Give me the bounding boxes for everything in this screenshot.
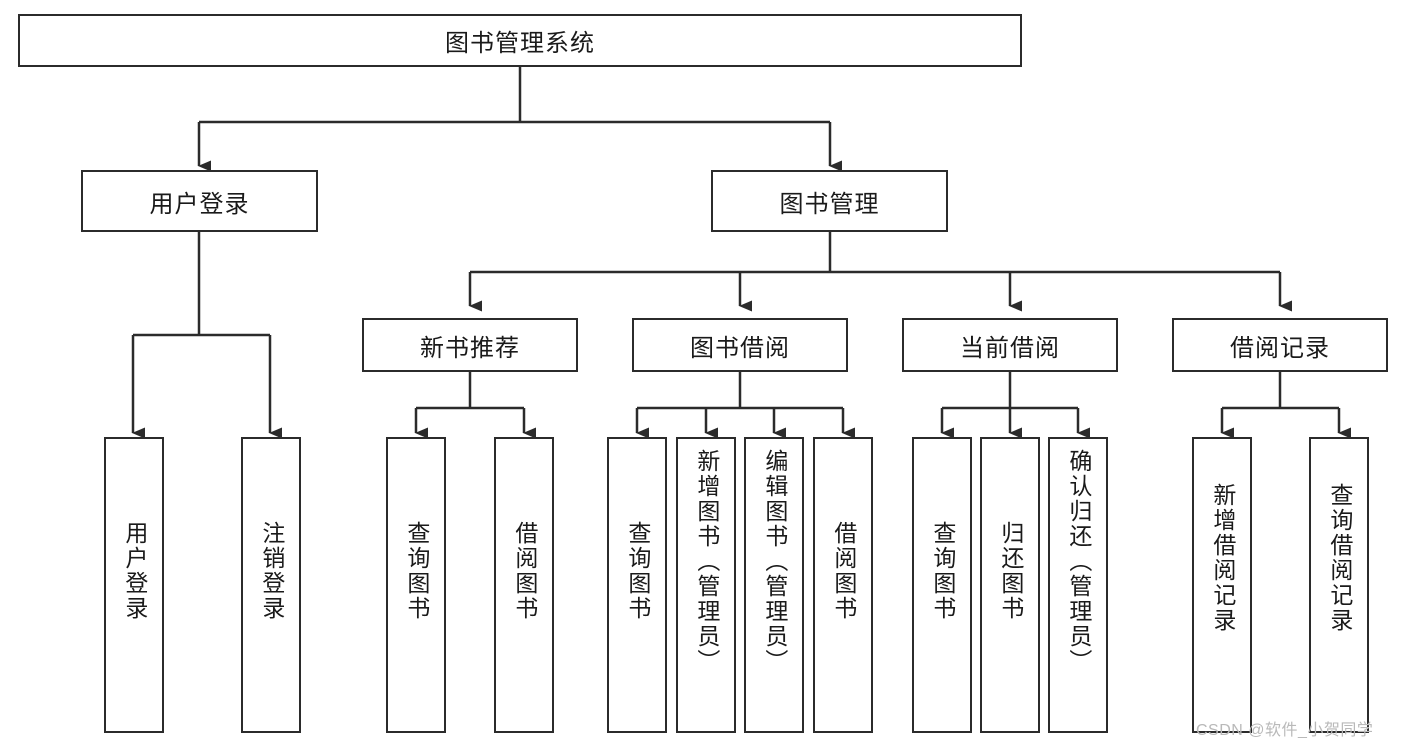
node-root-label: 图书管理系统	[445, 30, 595, 57]
leaf-query-book-2-label: 查询图书	[624, 521, 651, 621]
leaf-logout-label: 注销登录	[258, 521, 285, 621]
edges-book-borrow	[635, 372, 855, 439]
node-borrow-record-label: 借阅记录	[1230, 334, 1330, 362]
leaf-borrow-book-1[interactable]: 借阅图书	[494, 437, 554, 733]
node-new-book-recommend[interactable]: 新书推荐	[362, 318, 578, 372]
leaf-query-record[interactable]: 查询借阅记录	[1309, 437, 1369, 733]
leaf-logout[interactable]: 注销登录	[241, 437, 301, 733]
leaf-edit-book[interactable]: 编辑图书（管理员）	[744, 437, 804, 733]
leaf-query-book-2[interactable]: 查询图书	[607, 437, 667, 733]
leaf-user-login[interactable]: 用户登录	[104, 437, 164, 733]
leaf-return-book[interactable]: 归还图书	[980, 437, 1040, 733]
leaf-borrow-book-2-label: 借阅图书	[830, 521, 857, 621]
leaf-query-record-label: 查询借阅记录	[1326, 483, 1353, 633]
leaf-confirm-return-label: 确认归还（管理员）	[1065, 449, 1092, 674]
leaf-add-record[interactable]: 新增借阅记录	[1192, 437, 1252, 733]
edges-borrow-record	[1220, 372, 1351, 439]
node-current-borrow[interactable]: 当前借阅	[902, 318, 1118, 372]
edges-current-borrow	[940, 372, 1090, 439]
leaf-query-book-3[interactable]: 查询图书	[912, 437, 972, 733]
node-book-borrow[interactable]: 图书借阅	[632, 318, 848, 372]
node-user-login[interactable]: 用户登录	[81, 170, 318, 232]
leaf-add-book-label: 新增图书（管理员）	[693, 449, 720, 674]
node-book-borrow-label: 图书借阅	[690, 334, 790, 362]
leaf-borrow-book-1-label: 借阅图书	[511, 521, 538, 621]
leaf-query-book-1[interactable]: 查询图书	[386, 437, 446, 733]
leaf-add-book[interactable]: 新增图书（管理员）	[676, 437, 736, 733]
leaf-query-book-1-label: 查询图书	[403, 521, 430, 621]
edges-root	[197, 67, 842, 172]
edges-book-management	[468, 232, 1292, 312]
leaf-query-book-3-label: 查询图书	[929, 521, 956, 621]
leaf-user-login-label: 用户登录	[121, 521, 148, 621]
leaf-add-record-label: 新增借阅记录	[1209, 483, 1236, 633]
leaf-confirm-return[interactable]: 确认归还（管理员）	[1048, 437, 1108, 733]
leaf-edit-book-label: 编辑图书（管理员）	[761, 449, 788, 674]
edges-user-login	[131, 232, 282, 439]
node-root-book-management-system[interactable]: 图书管理系统	[18, 14, 1022, 67]
node-book-management[interactable]: 图书管理	[711, 170, 948, 232]
node-book-management-label: 图书管理	[779, 190, 880, 218]
node-current-borrow-label: 当前借阅	[960, 334, 1060, 362]
leaf-borrow-book-2[interactable]: 借阅图书	[813, 437, 873, 733]
node-borrow-record[interactable]: 借阅记录	[1172, 318, 1388, 372]
csdn-watermark: CSDN @软件_小贺同学	[1196, 722, 1374, 739]
edges-new-book-recommend	[414, 372, 536, 439]
leaf-return-book-label: 归还图书	[997, 521, 1024, 621]
node-user-login-label: 用户登录	[149, 190, 250, 218]
node-new-book-recommend-label: 新书推荐	[420, 334, 520, 362]
